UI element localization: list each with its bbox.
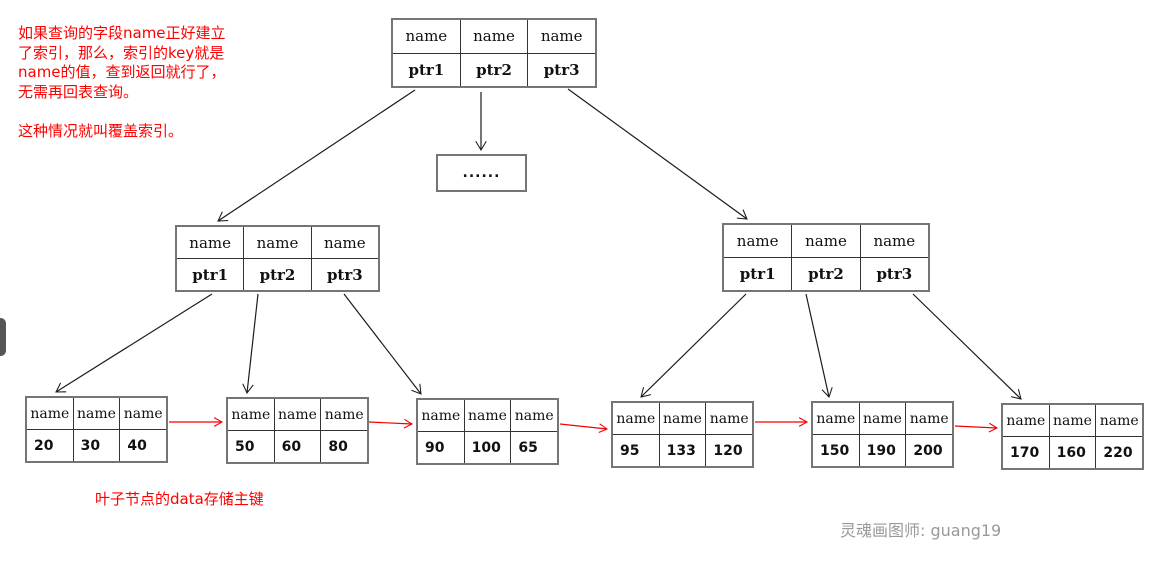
- ellipsis-node: ......: [436, 154, 527, 192]
- root-pointer-cell: ptr3: [543, 60, 580, 79]
- note-line: 如果查询的字段name正好建立: [18, 24, 226, 42]
- leaf-value-cell: 190: [860, 435, 907, 466]
- leaf-node-4: name name name 95 133 120: [611, 401, 754, 468]
- root-header-cell: name: [540, 27, 583, 46]
- internal-pointer-cell: ptr1: [177, 259, 245, 290]
- leaf-header-cell: name: [1099, 412, 1139, 429]
- covering-index-note: 如果查询的字段name正好建立 了索引，那么，索引的key就是 name的值，查…: [18, 24, 226, 141]
- internal-header-cell: name: [873, 232, 916, 250]
- internal-header-cell: name: [177, 227, 245, 258]
- note-line: 了索引，那么，索引的key就是: [18, 43, 225, 62]
- leaf-value-cell: 30: [74, 430, 121, 461]
- root-node: name name name ptr1 ptr2 ptr3: [391, 18, 597, 88]
- root-pointer-cell: ptr2: [461, 53, 529, 86]
- root-header-cell: name: [393, 20, 461, 53]
- leaf-value-cell: 100: [465, 432, 512, 463]
- leaf-node-6: name name name 170 160 220: [1001, 403, 1144, 470]
- leaf-header-cell: name: [418, 400, 465, 431]
- tree-edge-root-right: [567, 88, 748, 220]
- root-header-cell: name: [461, 20, 529, 53]
- leaf-value-cell: 120: [713, 442, 743, 459]
- internal-header-cell: name: [244, 227, 312, 258]
- note-line-blank: [18, 102, 226, 122]
- leaf-value-cell: 95: [613, 435, 660, 466]
- leaf-header-cell: name: [228, 399, 275, 430]
- internal-header-cell: name: [724, 225, 793, 257]
- tree-edge-left-leaf2: [242, 293, 259, 395]
- scrollbar-thumb[interactable]: [0, 318, 6, 356]
- leaf-value-cell: 40: [127, 437, 147, 454]
- note-line: 这种情况就叫覆盖索引。: [18, 121, 184, 140]
- leaf-value-cell: 200: [913, 442, 943, 459]
- leaf-value-cell: 20: [27, 430, 74, 461]
- leaf-value-cell: 133: [660, 435, 707, 466]
- note-line: 无需再回表查询。: [18, 82, 139, 101]
- leaf-node-1: name name name 20 30 40: [25, 396, 168, 463]
- leaf-value-cell: 60: [275, 431, 322, 462]
- internal-pointer-cell: ptr3: [876, 265, 913, 283]
- leaf-header-cell: name: [1003, 405, 1050, 436]
- author-signature: 灵魂画图师: guang19: [840, 521, 1002, 540]
- leaf-value-cell: 150: [813, 435, 860, 466]
- tree-edge-right-leaf4: [640, 293, 747, 398]
- leaf-header-cell: name: [27, 398, 74, 429]
- leaf-value-cell: 50: [228, 431, 275, 462]
- internal-pointer-cell: ptr2: [244, 259, 312, 290]
- leaf-node-2: name name name 50 60 80: [226, 397, 369, 464]
- leaf-node-3: name name name 90 100 65: [416, 398, 559, 465]
- leaf-header-cell: name: [709, 410, 749, 427]
- leaf-data-note: 叶子节点的data存储主键: [95, 490, 264, 508]
- leaf-link-arrow-2-3: [368, 418, 414, 429]
- leaf-link-arrow-3-4: [559, 423, 609, 434]
- leaf-header-cell: name: [275, 399, 322, 430]
- internal-pointer-cell: ptr2: [792, 258, 861, 290]
- tree-edge-left-leaf3: [343, 293, 422, 395]
- leaf-link-arrow-5-6: [954, 422, 999, 433]
- leaf-value-cell: 65: [518, 439, 538, 456]
- leaf-value-cell: 80: [328, 438, 348, 455]
- tree-edge-root-left: [217, 89, 416, 222]
- tree-edge-right-leaf6: [912, 293, 1022, 400]
- leaf-header-cell: name: [514, 407, 554, 424]
- internal-pointer-cell: ptr3: [326, 265, 363, 284]
- leaf-value-cell: 160: [1050, 437, 1097, 468]
- internal-header-cell: name: [792, 225, 861, 257]
- leaf-header-cell: name: [465, 400, 512, 431]
- leaf-value-cell: 220: [1103, 444, 1133, 461]
- leaf-header-cell: name: [613, 403, 660, 434]
- leaf-header-cell: name: [1050, 405, 1097, 436]
- leaf-header-cell: name: [123, 405, 163, 422]
- leaf-value-cell: 90: [418, 432, 465, 463]
- note-line: name的值，查到返回就行了，: [18, 63, 226, 81]
- leaf-header-cell: name: [860, 403, 907, 434]
- internal-node-right: name name name ptr1 ptr2 ptr3: [722, 223, 930, 292]
- leaf-header-cell: name: [660, 403, 707, 434]
- root-pointer-cell: ptr1: [393, 53, 461, 86]
- internal-header-cell: name: [323, 233, 366, 252]
- leaf-header-cell: name: [909, 410, 949, 427]
- tree-edge-left-leaf1: [55, 293, 213, 393]
- tree-edge-right-leaf5: [805, 293, 833, 398]
- leaf-value-cell: 170: [1003, 437, 1050, 468]
- leaf-header-cell: name: [74, 398, 121, 429]
- internal-pointer-cell: ptr1: [724, 258, 793, 290]
- leaf-header-cell: name: [324, 406, 364, 423]
- leaf-header-cell: name: [813, 403, 860, 434]
- leaf-node-5: name name name 150 190 200: [811, 401, 954, 468]
- internal-node-left: name name name ptr1 ptr2 ptr3: [175, 225, 380, 292]
